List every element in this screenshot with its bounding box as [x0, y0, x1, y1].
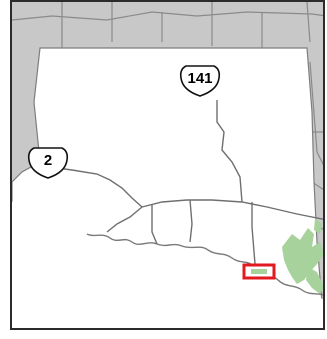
- us-2-shield: 2: [27, 147, 69, 179]
- shield-141-shape: [179, 65, 221, 97]
- shield-141-label: 141: [187, 70, 212, 87]
- park-area: [282, 218, 323, 294]
- map-canvas: 141 2: [12, 2, 323, 328]
- south-lowland: [12, 187, 323, 328]
- map-frame: 141 2: [10, 0, 325, 330]
- river: [86, 233, 323, 296]
- shield-2-shape: [27, 147, 69, 179]
- highlight-park-fill: [251, 269, 267, 274]
- shield-2-label: 2: [44, 152, 52, 169]
- us-141-shield: 141: [179, 65, 221, 97]
- roads: [39, 100, 323, 265]
- highlight-location: [242, 263, 276, 280]
